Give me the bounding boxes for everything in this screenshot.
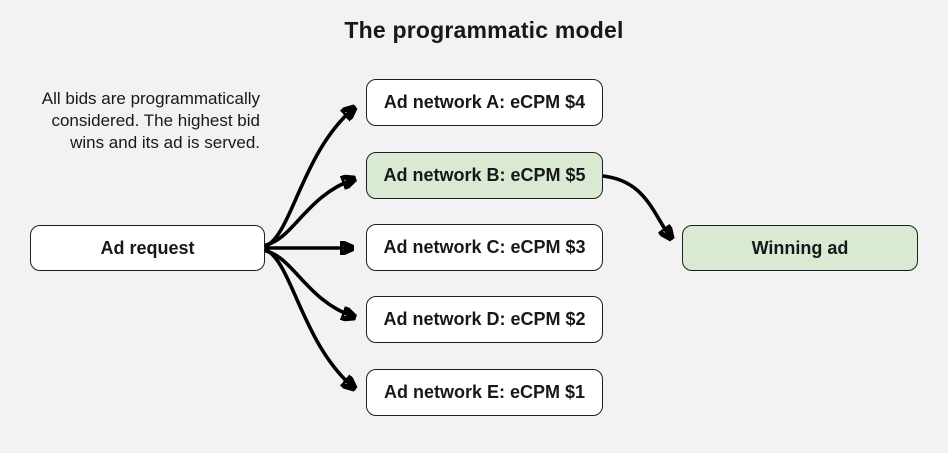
node-label: Ad network A: eCPM $4 bbox=[383, 92, 586, 112]
node-ad-network-e: Ad network E: eCPM $1 bbox=[366, 369, 603, 416]
arrow-ad-request-to-network-e bbox=[264, 248, 354, 388]
node-label: Winning ad bbox=[751, 237, 849, 258]
node-label: Ad request bbox=[100, 237, 195, 258]
arrow-ad-request-to-network-b bbox=[264, 179, 354, 247]
node-ad-network-c: Ad network C: eCPM $3 bbox=[366, 224, 603, 271]
node-ad-request: Ad request bbox=[30, 225, 265, 271]
node-label: Ad network C: eCPM $3 bbox=[383, 237, 586, 257]
node-label: Ad network B: eCPM $5 bbox=[383, 165, 586, 185]
description-text: All bids are programmatically considered… bbox=[41, 89, 260, 152]
arrow-ad-request-to-network-a bbox=[264, 108, 354, 248]
node-ad-network-b: Ad network B: eCPM $5 bbox=[366, 152, 603, 199]
node-label: Ad network D: eCPM $2 bbox=[383, 309, 586, 329]
node-winning-ad: Winning ad bbox=[682, 225, 918, 271]
node-ad-network-a: Ad network A: eCPM $4 bbox=[366, 79, 603, 126]
node-ad-network-d: Ad network D: eCPM $2 bbox=[366, 296, 603, 343]
arrow-network-b-to-winning-ad bbox=[601, 174, 671, 238]
node-label: Ad network E: eCPM $1 bbox=[383, 382, 586, 402]
diagram-title: The programmatic model bbox=[344, 17, 624, 43]
